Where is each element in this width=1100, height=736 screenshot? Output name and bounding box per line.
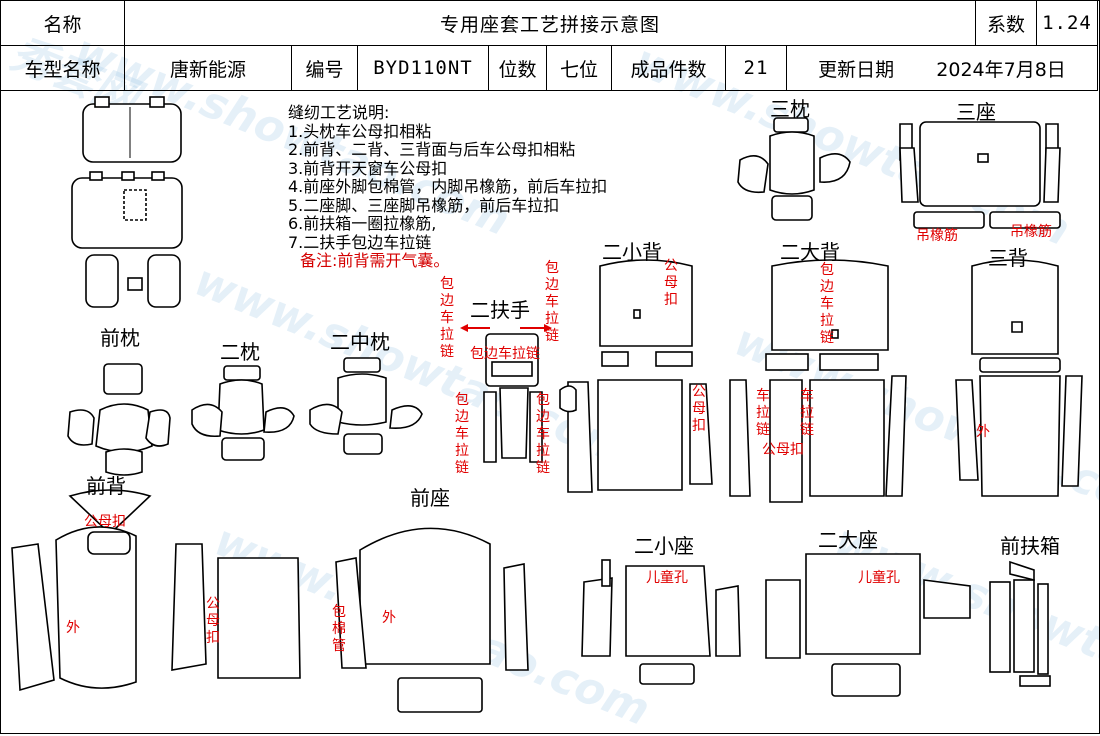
section-second-small-seat: 二小座 — [634, 534, 694, 558]
date-value: 2024年7月8日 — [936, 58, 1066, 81]
annotation-snap: 公母扣 — [664, 258, 678, 308]
annotation-pull-strip: 车拉链 — [756, 388, 770, 438]
annotation-outside: 外 — [382, 610, 396, 626]
section-second-headrest: 二枕 — [220, 340, 260, 364]
pieces-label: 成品件数 — [611, 45, 726, 91]
annotation-hem-zip: 包边车拉链 — [820, 262, 834, 346]
notes-item: 1.头枕车公母扣相粘 — [288, 121, 432, 141]
annotation-snap: 公母扣 — [692, 384, 706, 434]
notes-item: 7.二扶手包边车拉链 — [288, 232, 432, 252]
section-front-headrest: 前枕 — [100, 326, 140, 350]
second-headrest-pieces — [191, 365, 295, 461]
seat-value: 七位 — [546, 45, 612, 91]
second-armrest-pieces — [483, 333, 543, 463]
annotation-pull-strip: 车拉链 — [800, 388, 814, 438]
notes-item: 2.前背、二背、三背面与后车公母扣相粘 — [288, 140, 576, 159]
annotation-outside: 外 — [66, 620, 80, 636]
header-table: 名称 专用座套工艺拼接示意图 系数 1.24 车型名称 唐新能源 编号 BYD1… — [0, 0, 1098, 91]
notes-item: 4.前座外脚包棉管，内脚吊橡筋，前后车拉扣 — [288, 177, 608, 196]
sewing-notes: 缝纫工艺说明: 1.头枕车公母扣相粘 2.前背、二背、三背面与后车公母扣相粘 3… — [288, 103, 608, 271]
third-headrest-pieces — [737, 117, 851, 221]
coef-value: 1.24 — [1036, 0, 1098, 46]
annotation-hem-zip: 包边车拉链 — [440, 276, 454, 360]
date-label: 更新日期 — [818, 58, 895, 81]
front-seat-pieces — [335, 527, 529, 713]
section-second-armrest: 二扶手 — [470, 298, 530, 322]
page-title: 专用座套工艺拼接示意图 — [124, 0, 976, 46]
notes-item: 6.前扶箱一圈拉橡筋, — [288, 214, 437, 233]
third-back-pieces — [955, 259, 1083, 497]
section-second-mid-headrest: 二中枕 — [330, 330, 390, 354]
annotation-snap: 公母扣 — [762, 442, 804, 458]
section-second-large-back: 二大背 — [780, 240, 840, 264]
front-armbox-pieces — [989, 560, 1051, 687]
seat-overview-diagram — [71, 96, 183, 308]
second-large-seat-pieces — [765, 553, 971, 697]
annotation-outside: 外 — [976, 424, 990, 440]
annotation-snap: 公母扣 — [206, 596, 220, 646]
section-front-seat: 前座 — [410, 486, 450, 510]
model-label: 车型名称 — [0, 45, 125, 91]
annotation-hem-zip: 包边车拉链 — [536, 392, 550, 476]
section-front-armbox: 前扶箱 — [1000, 534, 1060, 558]
notes-remark: 备注:前背需开气囊。 — [300, 251, 450, 270]
model-value: 唐新能源 — [124, 45, 292, 91]
annotation-hem-zip: 包边车拉链 — [470, 346, 540, 362]
annotation-snap: 公母扣 — [84, 514, 126, 530]
front-back-pieces — [11, 489, 301, 692]
annotation-hem-zip: 包边车拉链 — [545, 260, 559, 344]
pieces-value: 21 — [725, 45, 787, 91]
date-cell: 更新日期 2024年7月8日 — [786, 45, 1098, 91]
annotation-child-hole: 儿童孔 — [646, 570, 688, 586]
annotation-hem-zip: 包边车拉链 — [455, 392, 469, 476]
section-third-back: 三背 — [988, 246, 1028, 270]
section-second-large-seat: 二大座 — [818, 528, 878, 552]
third-seat-pieces — [899, 121, 1061, 229]
section-second-small-back: 二小背 — [602, 240, 662, 264]
second-small-seat-pieces — [581, 559, 741, 685]
section-third-seat: 三座 — [956, 100, 996, 124]
second-large-back-pieces — [729, 259, 907, 503]
notes-item: 5.二座脚、三座脚吊橡筋，前后车拉扣 — [288, 195, 560, 215]
annotation-foam-tube: 包棉管 — [332, 604, 346, 654]
section-front-back: 前背 — [86, 474, 126, 498]
second-small-back-pieces — [559, 259, 713, 493]
front-headrest-pieces — [67, 363, 171, 476]
armrest-arrows — [460, 324, 552, 332]
notes-item: 3.前背开天窗车公母扣 — [288, 158, 448, 178]
second-mid-headrest-pieces — [309, 357, 423, 455]
notes-title: 缝纫工艺说明: — [288, 103, 390, 122]
section-third-headrest: 三枕 — [770, 97, 810, 121]
seat-label: 位数 — [488, 45, 547, 91]
code-value: BYD110NT — [357, 45, 489, 91]
annotation-elastic: 吊橡筋 — [1010, 224, 1052, 240]
annotation-child-hole: 儿童孔 — [858, 570, 900, 586]
annotation-elastic: 吊橡筋 — [916, 228, 958, 244]
